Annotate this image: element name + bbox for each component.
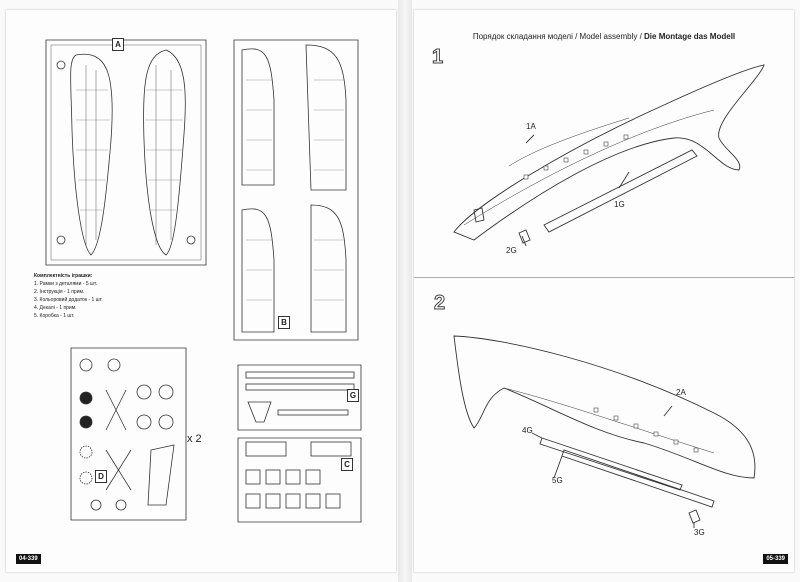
page-title: Порядок складання моделі / Model assembl… [414, 32, 794, 41]
step-1-label-1a: 1A [526, 122, 536, 131]
step-2-label-5g: 5G [552, 476, 563, 485]
book-spine [398, 0, 412, 582]
step-1-label-2g: 2G [506, 246, 517, 255]
sprue-a-drawing [45, 39, 362, 523]
kit-contents-item: 5. Коробка - 1 шт. [34, 313, 75, 319]
kit-contents-item: 3. Кольоровий додаток - 1 шт. [34, 297, 103, 303]
sprue-label-a: A [112, 38, 124, 51]
kit-contents-item: 1. Рамки з деталями - 5 шт. [34, 281, 98, 287]
step-2-number: 2 [433, 292, 446, 315]
left-page: A B G C D x 2 Комплектність іграшки: 1. … [6, 10, 396, 572]
title-sep: / [637, 32, 645, 41]
title-ua: Порядок складання моделі [472, 32, 573, 41]
left-page-number: 04-339 [16, 554, 41, 564]
title-de: Die Montage das Modell [644, 32, 736, 41]
title-en: Model assembly [579, 32, 638, 41]
right-page: Порядок складання моделі / Model assembl… [414, 10, 794, 572]
kit-contents-item: 4. Декалі - 1 прим. [34, 305, 77, 311]
step-2-label-4g: 4G [522, 426, 533, 435]
sprue-multiplier: x 2 [187, 433, 202, 445]
step-divider [414, 277, 794, 278]
sprue-label-d: D [95, 470, 107, 483]
step-1-drawing [453, 64, 765, 247]
step-2-label-3g: 3G [694, 528, 705, 537]
sprue-label-b: B [278, 316, 290, 329]
step-2-drawing [453, 335, 756, 528]
kit-contents-title: Комплектність іграшки: [34, 273, 93, 279]
title-sep: / [572, 32, 580, 41]
step-1-number: 1 [431, 46, 444, 69]
right-page-number: 05-339 [763, 554, 788, 564]
kit-contents: Комплектність іграшки: 1. Рамки з деталя… [34, 272, 103, 320]
sprue-label-g: G [347, 389, 359, 402]
step-2-label-2a: 2A [676, 388, 686, 397]
step-1-label-1g: 1G [614, 200, 625, 209]
sprue-label-c: C [341, 458, 353, 471]
kit-contents-item: 2. Інструкція - 1 прим. [34, 289, 85, 295]
